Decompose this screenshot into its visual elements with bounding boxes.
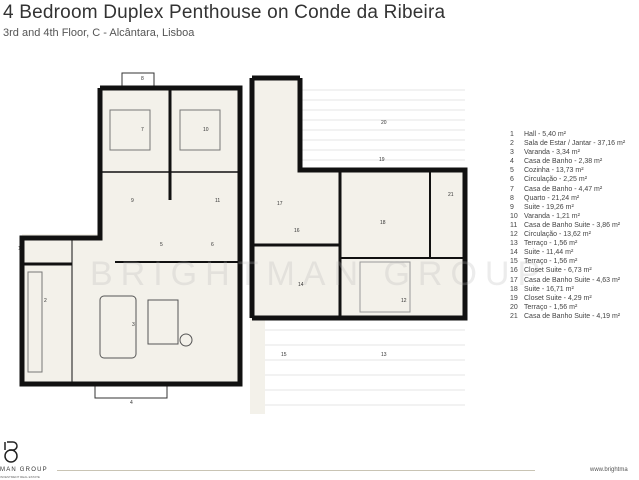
- legend-number: 1: [510, 131, 514, 138]
- legend-label: Closet Suite - 6,73 m²: [524, 267, 592, 275]
- page-title: 4 Bedroom Duplex Penthouse on Conde da R…: [3, 2, 446, 23]
- legend-label: Quarto - 21,24 m²: [524, 194, 580, 202]
- legend-number: 17: [510, 276, 518, 284]
- legend-item: 15 Terraço - 1,56 m²: [510, 257, 625, 266]
- legend-label: Circulação - 13,62 m²: [524, 231, 591, 239]
- room-label-9: 9: [131, 198, 134, 204]
- legend-item: 20 Terraço - 1,56 m²: [510, 303, 625, 312]
- room-label-17: 17: [277, 201, 283, 207]
- room-label-12: 12: [401, 298, 407, 304]
- legend-label: Suite - 19,26 m²: [524, 203, 574, 211]
- legend-label: Closet Suite - 4,29 m²: [524, 294, 592, 302]
- legend-item: 18 Suite - 16,71 m²: [510, 285, 625, 294]
- legend-item: 14 Suite - 11,44 m²: [510, 248, 625, 257]
- legend-label: Suite - 11,44 m²: [524, 249, 574, 257]
- page-subtitle: 3rd and 4th Floor, C - Alcântara, Lisboa: [3, 27, 195, 39]
- legend-item: 6 Circulação - 2,25 m²: [510, 175, 625, 184]
- legend-label: Terraço - 1,56 m²: [524, 303, 578, 311]
- legend-number: 13: [510, 240, 518, 248]
- room-label-5: 5: [160, 242, 163, 248]
- room-label-2: 2: [44, 298, 47, 304]
- legend-label: Casa de Banho - 4,47 m²: [524, 185, 603, 193]
- brand-name: MAN GROUP: [0, 467, 48, 473]
- room-label-10: 10: [203, 127, 209, 133]
- legend-number: 16: [510, 267, 518, 275]
- legend-number: 11: [510, 221, 518, 229]
- room-label-7: 7: [141, 127, 144, 133]
- legend-item: 5 Cozinha - 13,73 m²: [510, 166, 625, 175]
- room-label-18: 18: [380, 220, 386, 226]
- upper-floor-plan: [249, 75, 468, 414]
- legend-number: 9: [510, 203, 514, 211]
- legend-number: 12: [510, 231, 518, 239]
- legend-item: 16 Closet Suite - 6,73 m²: [510, 266, 625, 275]
- watermark: BRIGHTMAN GROUP: [90, 255, 549, 293]
- brand-logo-icon: [4, 441, 18, 463]
- room-label-13: 13: [381, 352, 387, 358]
- legend-label: Hall - 5,40 m²: [524, 131, 567, 138]
- legend-label: Casa de Banho Suite - 3,86 m²: [524, 221, 621, 229]
- legend-item: 12 Circulação - 13,62 m²: [510, 230, 625, 239]
- legend-number: 2: [510, 140, 514, 148]
- room-legend: 1 Hall - 5,40 m² 2 Sala de Estar / Jantar -…: [510, 130, 625, 321]
- room-label-21: 21: [448, 192, 454, 198]
- legend-label: Varanda - 1,21 m²: [524, 212, 580, 220]
- room-label-6: 6: [211, 242, 214, 248]
- legend-label: Casa de Banho Suite - 4,19 m²: [524, 312, 621, 320]
- legend-item: 10 Varanda - 1,21 m²: [510, 212, 625, 221]
- legend-label: Terraço - 1,56 m²: [524, 258, 578, 266]
- room-label-16: 16: [294, 228, 300, 234]
- legend-label: Cozinha - 13,73 m²: [524, 167, 584, 175]
- room-label-15: 15: [281, 352, 287, 358]
- brand-tagline: INVESTMENT REAL ESTATE: [0, 475, 40, 479]
- legend-number: 21: [510, 312, 518, 320]
- legend-label: Suite - 16,71 m²: [524, 285, 574, 293]
- legend-item: 1 Hall - 5,40 m²: [510, 130, 625, 139]
- legend-item: 7 Casa de Banho - 4,47 m²: [510, 185, 625, 194]
- legend-label: Varanda - 3,34 m²: [524, 149, 580, 157]
- legend-item: 9 Suite - 19,26 m²: [510, 203, 625, 212]
- room-label-11: 11: [215, 198, 220, 204]
- footer-divider: [57, 470, 535, 471]
- legend-number: 19: [510, 294, 518, 302]
- room-label-20: 20: [381, 120, 387, 126]
- legend-number: 5: [510, 167, 514, 175]
- lower-floor-plan: [19, 72, 243, 399]
- legend-item: 8 Quarto - 21,24 m²: [510, 194, 625, 203]
- legend-item: 4 Casa de Banho - 2,38 m²: [510, 157, 625, 166]
- legend-number: 14: [510, 249, 518, 257]
- room-label-1: 1: [18, 246, 21, 252]
- legend-label: Circulação - 2,25 m²: [524, 176, 588, 184]
- legend-number: 10: [510, 212, 518, 220]
- legend-number: 7: [510, 185, 514, 193]
- room-label-3: 3: [132, 322, 135, 328]
- website-url: www.brightma: [590, 467, 628, 473]
- legend-label: Casa de Banho - 2,38 m²: [524, 158, 603, 166]
- legend-item: 2 Sala de Estar / Jantar - 37,16 m²: [510, 139, 625, 148]
- legend-label: Terraço - 1,56 m²: [524, 240, 578, 248]
- legend-item: 21 Casa de Banho Suite - 4,19 m²: [510, 312, 625, 321]
- legend-number: 20: [510, 303, 518, 311]
- legend-number: 6: [510, 176, 514, 184]
- legend-number: 8: [510, 194, 514, 202]
- legend-item: 19 Closet Suite - 4,29 m²: [510, 294, 625, 303]
- legend-item: 17 Casa de Banho Suite - 4,63 m²: [510, 276, 625, 285]
- legend-number: 18: [510, 285, 518, 293]
- legend-item: 11 Casa de Banho Suite - 3,86 m²: [510, 221, 625, 230]
- room-label-19: 19: [379, 157, 385, 163]
- legend-number: 15: [510, 258, 518, 266]
- room-label-8: 8: [141, 76, 144, 82]
- legend-item: 13 Terraço - 1,56 m²: [510, 239, 625, 248]
- legend-label: Sala de Estar / Jantar - 37,16 m²: [524, 140, 626, 148]
- room-number-labels: 1 2 3 4 5 6 7 8 9 10 11 12 13 14 15 16 1…: [18, 76, 454, 406]
- legend-item: 3 Varanda - 3,34 m²: [510, 148, 625, 157]
- room-label-14: 14: [298, 282, 304, 288]
- legend-number: 4: [510, 158, 514, 166]
- legend-label: Casa de Banho Suite - 4,63 m²: [524, 276, 621, 284]
- room-label-4: 4: [130, 400, 133, 406]
- legend-number: 3: [510, 149, 514, 157]
